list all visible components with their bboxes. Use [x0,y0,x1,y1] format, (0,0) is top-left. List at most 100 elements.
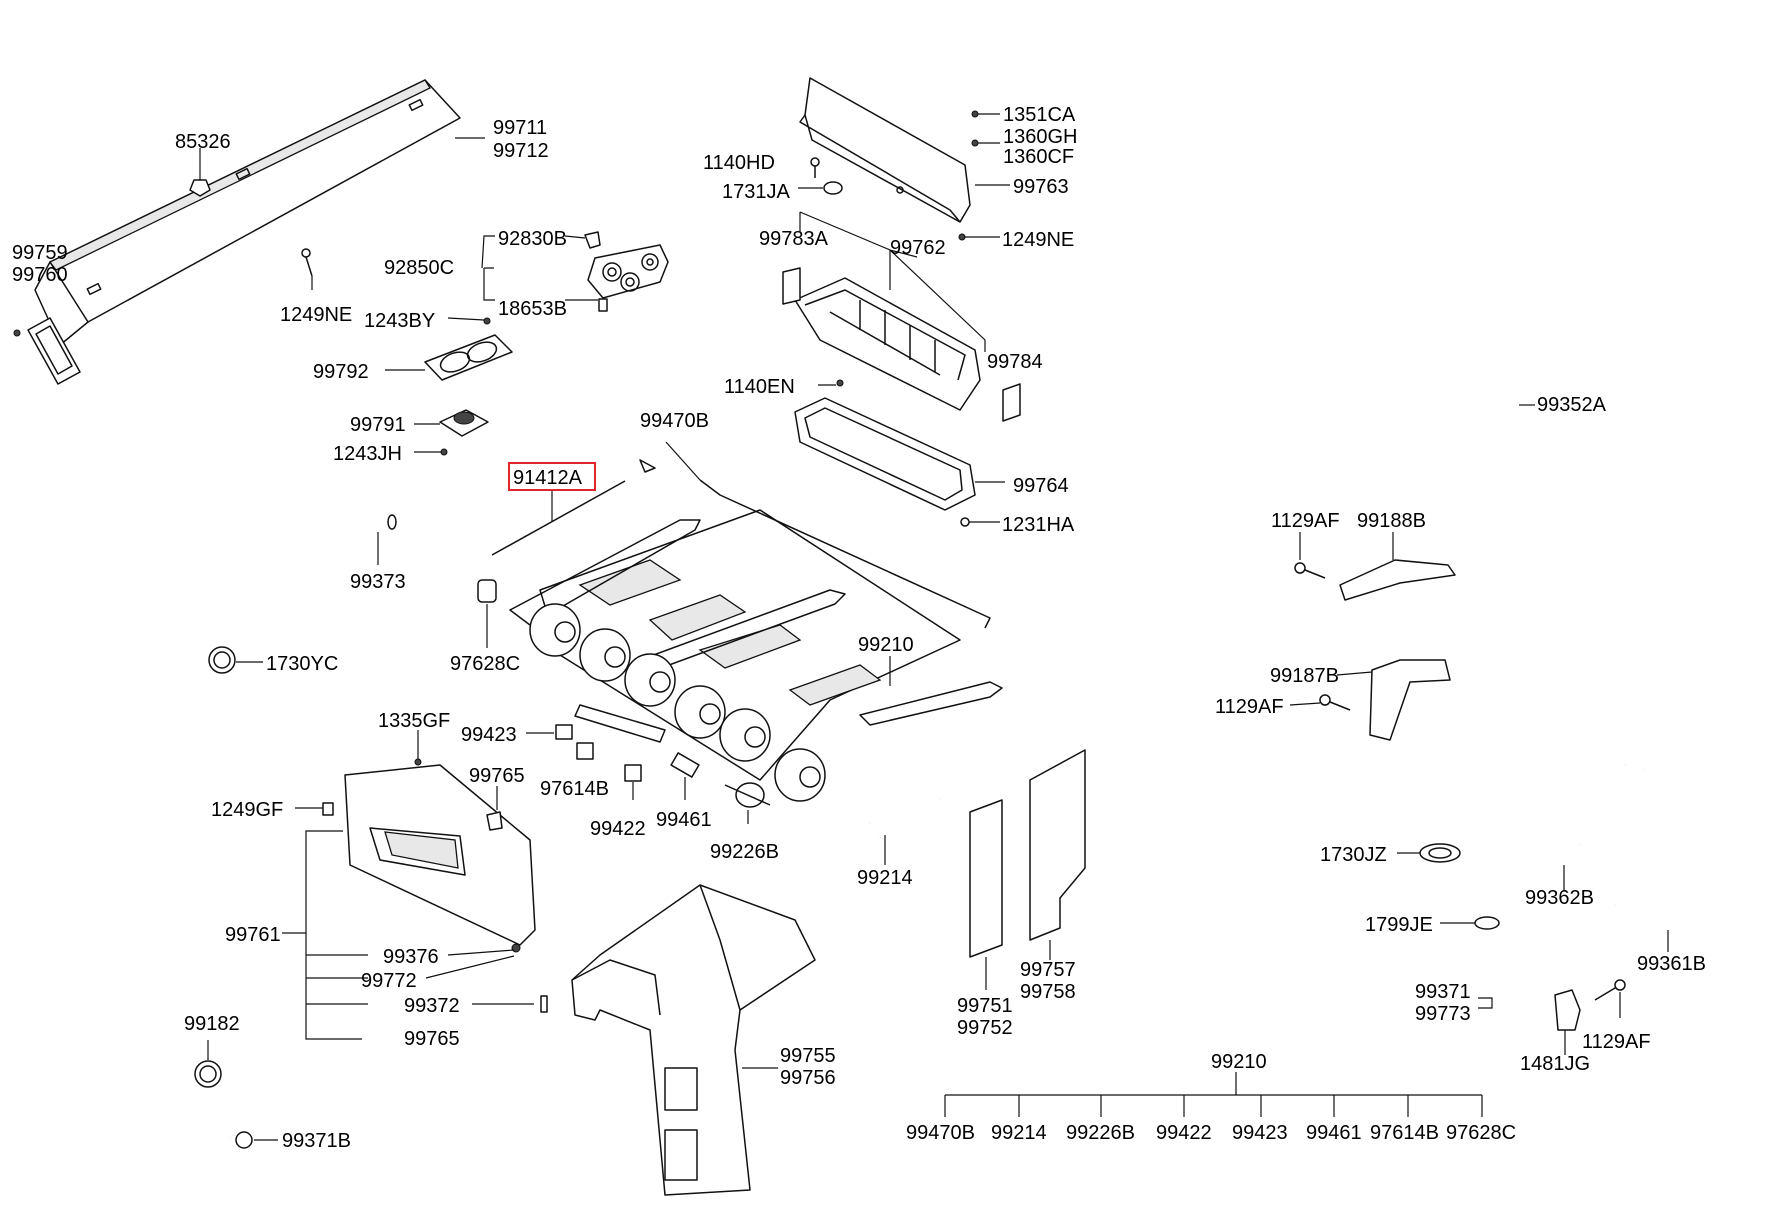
assembly-child-label[interactable]: 99214 [991,1122,1047,1144]
label-99765-a[interactable]: 99765 [469,765,525,787]
label-1731ja[interactable]: 1731JA [722,181,790,203]
label-1335gf[interactable]: 1335GF [378,710,450,732]
label-99461[interactable]: 99461 [656,809,712,831]
bracket-99761 [282,830,368,1040]
pipe-99214-illustration [868,798,941,865]
label-99188b[interactable]: 99188B [1357,510,1426,532]
screw-1249ne-a-illustration [301,248,313,290]
label-97628c[interactable]: 97628C [450,653,520,675]
label-99423[interactable]: 99423 [461,724,517,746]
label-99759[interactable]: 99759 [12,242,68,264]
label-99372[interactable]: 99372 [404,995,460,1017]
assembly-tree [944,1072,1483,1117]
label-1243by[interactable]: 1243BY [364,310,435,332]
assembly-child-label[interactable]: 99423 [1232,1122,1288,1144]
label-99373[interactable]: 99373 [350,571,406,593]
label-1129af-b[interactable]: 1129AF [1215,696,1284,718]
bracket-92850c [481,235,495,301]
label-99764[interactable]: 99764 [1013,475,1069,497]
filter-99757-illustration [1029,749,1086,960]
bracket-99762 [799,211,986,352]
clip-99422-illustration [624,764,642,800]
label-99761[interactable]: 99761 [225,924,281,946]
label-99784[interactable]: 99784 [987,351,1043,373]
label-99470b[interactable]: 99470B [640,410,709,432]
label-99362b[interactable]: 99362B [1525,887,1594,909]
plate-99423-illustration [526,704,666,743]
label-97614b[interactable]: 97614B [540,778,609,800]
label-99371[interactable]: 99371 [1415,981,1471,1003]
label-99783a[interactable]: 99783A [759,228,829,250]
label-99760[interactable]: 99760 [12,264,68,286]
rod-91412a-illustration [491,480,626,556]
clip-1481jg-illustration [1554,989,1581,1055]
label-99226b[interactable]: 99226B [710,841,779,863]
label-99712[interactable]: 99712 [493,140,549,162]
label-99791[interactable]: 99791 [350,414,406,436]
label-99751[interactable]: 99751 [957,995,1013,1017]
label-99772[interactable]: 99772 [361,970,417,992]
label-99762[interactable]: 99762 [890,237,946,259]
label-1231ha[interactable]: 1231HA [1002,514,1075,536]
label-92830b[interactable]: 92830B [498,228,567,250]
label-99182[interactable]: 99182 [184,1013,240,1035]
pin-99372-illustration [540,995,548,1013]
label-99752[interactable]: 99752 [957,1017,1013,1039]
label-1249ne-a[interactable]: 1249NE [280,304,352,326]
grommet-99182-illustration [194,1040,222,1088]
label-1351ca[interactable]: 1351CA [1003,104,1076,126]
label-99756[interactable]: 99756 [780,1067,836,1089]
label-85326[interactable]: 85326 [175,131,231,153]
label-99376[interactable]: 99376 [383,946,439,968]
rollers-99210-illustration [529,603,826,802]
assembly-child-label[interactable]: 97628C [1446,1122,1516,1144]
label-1129af-c[interactable]: 1129AF [1582,1031,1651,1053]
label-91412a[interactable]: 91412A [513,467,583,489]
label-1360gh[interactable]: 1360GH [1003,126,1078,148]
motor-99226b-illustration [724,782,771,824]
label-99711[interactable]: 99711 [493,117,547,139]
clip-97614b-illustration [576,742,594,760]
label-99210[interactable]: 99210 [858,634,914,656]
label-99187b[interactable]: 99187B [1270,665,1339,687]
label-1140hd[interactable]: 1140HD [703,152,775,174]
screw-1243jh-illustration [414,448,448,456]
label-92850c[interactable]: 92850C [384,257,454,279]
label-1481jg[interactable]: 1481JG [1520,1053,1590,1075]
label-99765-b[interactable]: 99765 [404,1028,460,1050]
assembly-child-label[interactable]: 97614B [1370,1122,1439,1144]
label-99792[interactable]: 99792 [313,361,369,383]
label-1730jz[interactable]: 1730JZ [1320,844,1387,866]
plate-99792-illustration [385,334,513,381]
label-99773[interactable]: 99773 [1415,1003,1471,1025]
assembly-child-label[interactable]: 99470B [906,1122,975,1144]
label-1243jh[interactable]: 1243JH [333,443,402,465]
label-99422[interactable]: 99422 [590,818,646,840]
bolt-1129af-c-illustration [1594,979,1626,1018]
label-99214[interactable]: 99214 [857,867,913,889]
assembly-child-label[interactable]: 99226B [1066,1122,1135,1144]
label-1799je[interactable]: 1799JE [1365,914,1433,936]
assembly-parent-label[interactable]: 99210 [1211,1051,1267,1073]
label-1249gf[interactable]: 1249GF [211,799,283,821]
label-99352a[interactable]: 99352A [1537,394,1607,416]
bracket-99188b-illustration [1294,532,1456,601]
label-1249ne-b[interactable]: 1249NE [1002,229,1074,251]
label-99758[interactable]: 99758 [1020,981,1076,1003]
pipes-99352a-illustration [1424,374,1709,1041]
assembly-child-label[interactable]: 99461 [1306,1122,1362,1144]
label-1129af-a[interactable]: 1129AF [1271,510,1340,532]
label-99755[interactable]: 99755 [780,1045,836,1067]
label-99763[interactable]: 99763 [1013,176,1069,198]
filter-99764-illustration [794,397,1005,511]
screw-1140en-illustration [818,379,844,387]
label-18653b[interactable]: 18653B [498,298,567,320]
label-99371b[interactable]: 99371B [282,1130,351,1152]
label-1360cf[interactable]: 1360CF [1003,146,1074,168]
label-1140en[interactable]: 1140EN [724,376,795,398]
label-99361b[interactable]: 99361B [1637,953,1706,975]
assembly-child-label[interactable]: 99422 [1156,1122,1212,1144]
label-1730yc[interactable]: 1730YC [266,653,338,675]
label-99757[interactable]: 99757 [1020,959,1076,981]
housing-99763-illustration [799,77,1010,223]
